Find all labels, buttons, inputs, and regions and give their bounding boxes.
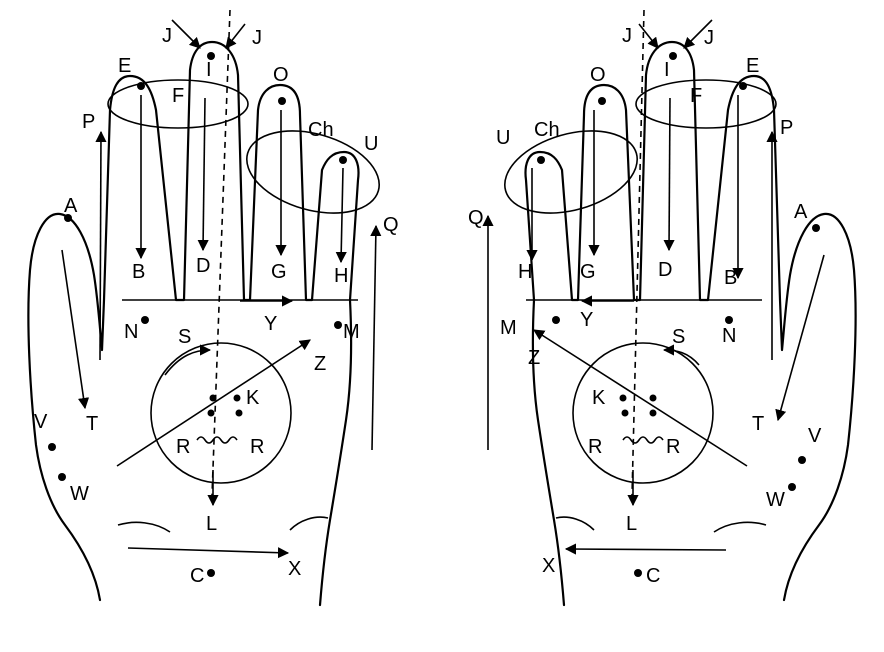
right-label-B: B <box>724 267 737 289</box>
left-label-T: T <box>86 413 98 435</box>
right-label-J1: J <box>622 25 632 47</box>
left-label-N: N <box>124 321 138 343</box>
right-label-G: G <box>580 261 596 283</box>
left-label-W: W <box>70 483 89 505</box>
left-label-Y: Y <box>264 313 277 335</box>
left-label-Q: Q <box>383 214 399 236</box>
right-label-X: X <box>542 555 555 577</box>
left-point-O <box>278 97 286 105</box>
left-label-R2: R <box>250 436 264 458</box>
right-label-L: L <box>626 513 637 535</box>
right-label-J2: J <box>704 27 714 49</box>
left-label-K: K <box>246 387 260 409</box>
left-label-O: O <box>273 64 289 86</box>
right-label-Y: Y <box>580 309 593 331</box>
left-label-F: F <box>172 85 184 107</box>
left-label-X: X <box>288 558 301 580</box>
right-label-Z: Z <box>528 347 540 369</box>
left-label-R1: R <box>176 436 190 458</box>
left-hand: J J I E F O Ch U P A Q B D G H N Y M S Z… <box>27 9 399 607</box>
left-label-V: V <box>34 411 48 433</box>
left-label-C: C <box>190 565 204 587</box>
right-label-I: I <box>664 59 670 81</box>
right-label-N: N <box>722 325 736 347</box>
right-label-P: P <box>780 117 793 139</box>
left-label-J1: J <box>162 25 172 47</box>
right-label-U: U <box>496 127 510 149</box>
right-label-O: O <box>590 64 606 86</box>
right-label-Q: Q <box>468 207 484 229</box>
left-point-N <box>141 316 149 324</box>
left-label-E: E <box>118 55 131 77</box>
left-point-V <box>48 443 56 451</box>
left-point-C <box>207 569 215 577</box>
left-label-H: H <box>334 265 348 287</box>
right-label-C: C <box>646 565 660 587</box>
right-label-E: E <box>746 55 759 77</box>
right-hand: J J I E F O Ch U P A Q B D G H N Y M S Z… <box>468 9 857 607</box>
right-label-V: V <box>808 425 822 447</box>
left-label-I: I <box>206 59 212 81</box>
left-label-J2: J <box>252 27 262 49</box>
left-label-A: A <box>64 195 78 217</box>
right-label-W: W <box>766 489 785 511</box>
left-label-G: G <box>271 261 287 283</box>
right-label-F: F <box>690 85 702 107</box>
right-label-H: H <box>518 261 532 283</box>
left-label-L: L <box>206 513 217 535</box>
right-label-T: T <box>752 413 764 435</box>
left-label-D: D <box>196 255 210 277</box>
left-label-Ch: Ch <box>308 119 334 141</box>
left-point-M <box>334 321 342 329</box>
left-label-M: M <box>343 321 360 343</box>
left-point-A <box>64 214 72 222</box>
left-point-W <box>58 473 66 481</box>
left-point-U <box>339 156 347 164</box>
left-label-B: B <box>132 261 145 283</box>
left-palm-circle <box>150 342 292 484</box>
left-point-I <box>207 52 215 60</box>
right-label-S: S <box>672 326 685 348</box>
right-label-Ch: Ch <box>534 119 560 141</box>
right-label-R1: R <box>588 436 602 458</box>
right-label-M: M <box>500 317 517 339</box>
right-label-R2: R <box>666 436 680 458</box>
left-label-P: P <box>82 111 95 133</box>
right-label-D: D <box>658 259 672 281</box>
left-hand-outline <box>27 40 360 607</box>
left-label-U: U <box>364 133 378 155</box>
right-label-K: K <box>592 387 606 409</box>
right-label-A: A <box>794 201 808 223</box>
left-label-Z: Z <box>314 353 326 375</box>
left-label-S: S <box>178 326 191 348</box>
